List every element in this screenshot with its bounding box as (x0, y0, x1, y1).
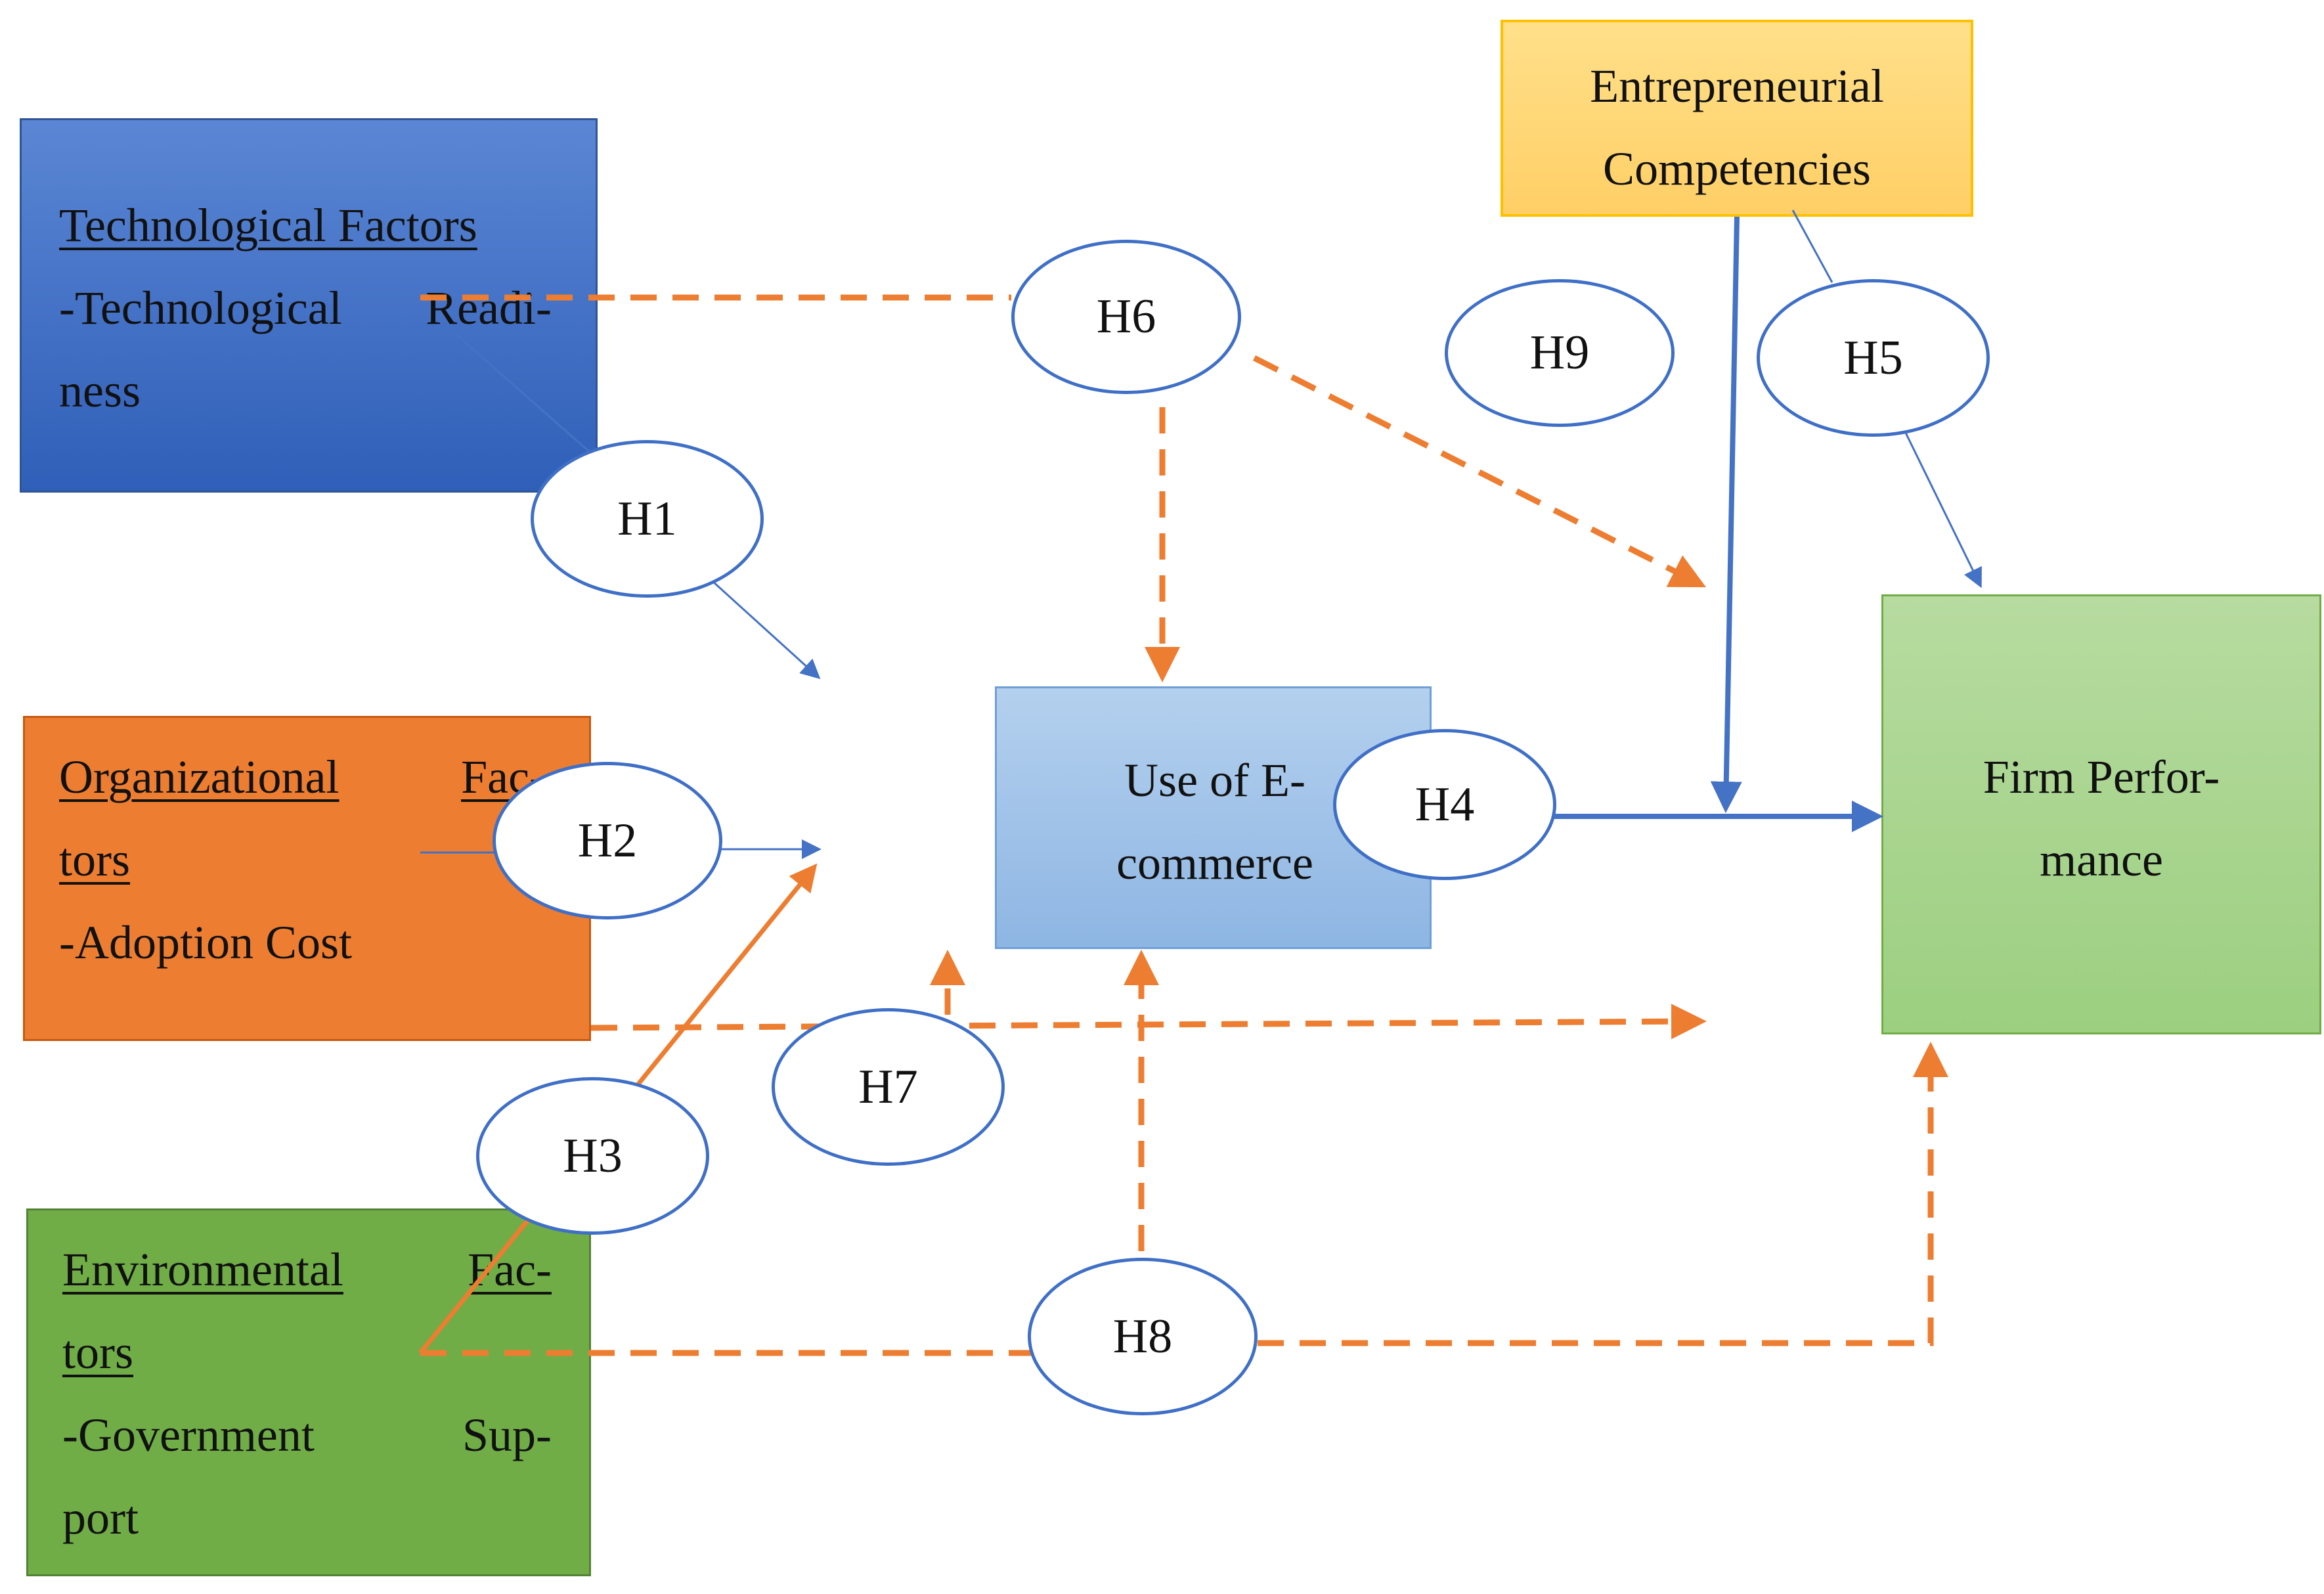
organizational-factors-title-c: tors (59, 833, 130, 886)
firm-performance-line1: Firm Perfor- (1983, 751, 2220, 803)
environmental-factors-box (26, 1208, 591, 1576)
h1-arrow (711, 580, 821, 680)
hypothesis-h3: H3 (476, 1077, 709, 1235)
technological-factors-box (20, 118, 598, 493)
technological-factors-title: Technological Factors (59, 199, 477, 252)
h1-connector (452, 330, 592, 454)
environmental-factors-item-a: -Government (62, 1409, 315, 1461)
hypothesis-h4: H4 (1333, 729, 1556, 880)
organizational-factors-box (23, 716, 591, 1041)
moderator-arrow (1710, 216, 1742, 813)
entrepreneurial-competencies-text: Entrepreneurial Competencies (1504, 45, 1970, 210)
entrepreneurial-competencies-line1: Entrepreneurial (1590, 60, 1884, 112)
hypothesis-h7: H7 (772, 1008, 1005, 1166)
firm-performance-box (1881, 594, 2321, 1034)
technological-factors-text: Technological Factors -Technological Rea… (59, 184, 552, 432)
environmental-factors-text: Environmental Fac- tors -Government Sup-… (62, 1228, 552, 1559)
technological-factors-item: -Technological Readi- (59, 282, 552, 334)
use-of-ecommerce-line1: Use of E- (1124, 754, 1305, 807)
technological-factors-item-cont: ness (59, 365, 141, 417)
organizational-factors-text: Organizational Fac- tors -Adoption Cost (59, 736, 545, 984)
hypothesis-h8: H8 (1028, 1258, 1258, 1415)
environmental-factors-title-b: Fac- (468, 1243, 552, 1296)
environmental-factors-title-a: Environmental (62, 1243, 343, 1296)
organizational-factors-title-a: Organizational (59, 751, 340, 803)
use-of-ecommerce-text: Use of E- commerce (1044, 739, 1386, 904)
hypothesis-h5: H5 (1757, 279, 1990, 437)
hypothesis-h9: H9 (1445, 279, 1675, 427)
entrepreneurial-competencies-box (1501, 20, 1973, 217)
organizational-factors-item: -Adoption Cost (59, 916, 353, 969)
firm-performance-line2: mance (2040, 833, 2163, 886)
h7-dashed-line (590, 1004, 1707, 1040)
environmental-factors-title-c: tors (62, 1326, 133, 1379)
environmental-factors-item-b: Sup- (462, 1409, 552, 1461)
h5-arrow (1903, 430, 1982, 588)
h5-connector (1791, 210, 1833, 283)
hypothesis-h2: H2 (493, 762, 722, 919)
firm-performance-text: Firm Perfor- mance (1898, 736, 2305, 901)
h8-to-firm-arrow (1258, 1042, 1948, 1346)
entrepreneurial-competencies-line2: Competencies (1603, 143, 1871, 195)
hypothesis-h1: H1 (531, 440, 764, 598)
hypothesis-h6: H6 (1011, 240, 1241, 394)
environmental-factors-item-c: port (62, 1492, 139, 1544)
use-of-ecommerce-line2: commerce (1116, 837, 1313, 889)
